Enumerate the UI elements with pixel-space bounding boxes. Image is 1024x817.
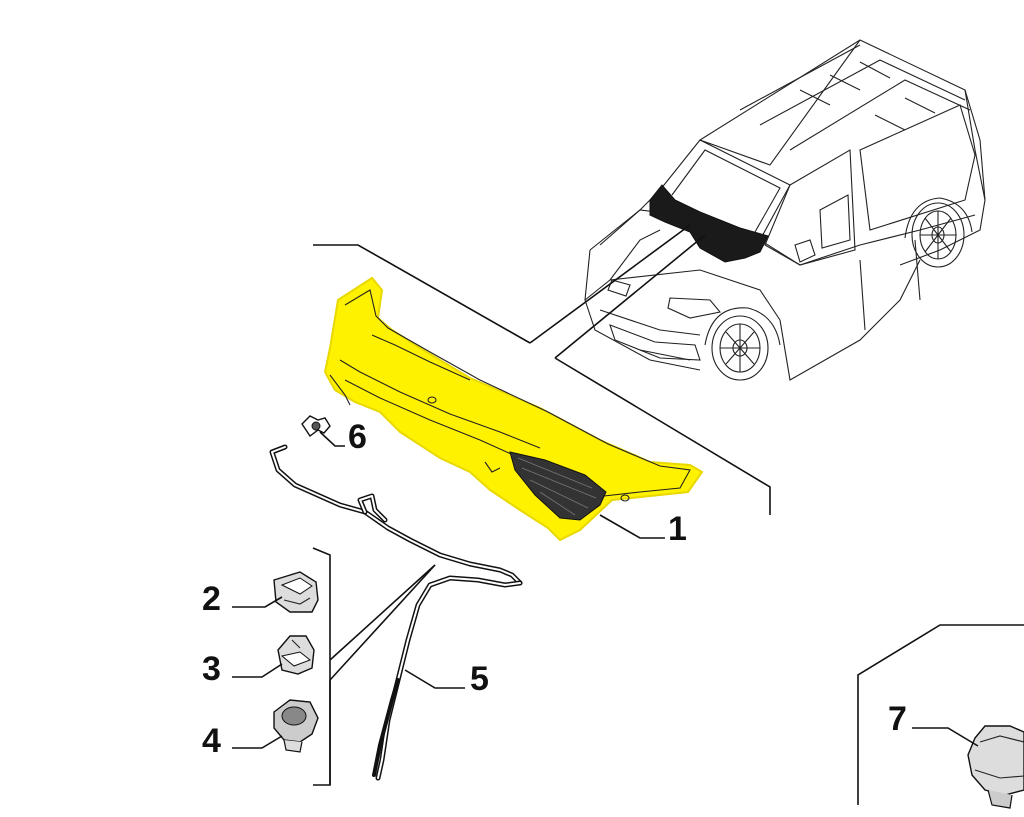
cowl-mesh — [509, 451, 607, 521]
part-1-frame — [313, 244, 771, 515]
clip-part-6 — [301, 415, 331, 438]
callout-3: 3 — [202, 650, 221, 688]
cowl-panel-highlight — [323, 276, 704, 542]
clip-part-7 — [967, 725, 1024, 809]
part-5-leader — [404, 669, 465, 689]
callout-5: 5 — [470, 660, 489, 698]
clip-part-4 — [273, 699, 319, 753]
callout-6: 6 — [348, 418, 367, 456]
part-2-leader — [232, 596, 283, 608]
callout-1: 1 — [668, 510, 687, 548]
van-leader-lines — [529, 224, 706, 359]
part-6-leader — [319, 431, 345, 447]
washer-hose-part-5 — [269, 444, 523, 781]
part-3-leader — [232, 663, 283, 678]
cowl-panel — [323, 276, 704, 542]
clip-part-3 — [277, 635, 315, 675]
callout-4: 4 — [202, 722, 221, 760]
callout-7: 7 — [888, 700, 907, 738]
parts-2-5-frame — [312, 547, 436, 786]
part-4-leader — [232, 735, 283, 749]
callout-2: 2 — [202, 580, 221, 618]
part-1-leader — [599, 514, 665, 539]
part-7-frame — [857, 624, 1024, 805]
part-7-leader — [912, 727, 979, 747]
van-illustration — [584, 39, 986, 381]
clip-part-2 — [273, 571, 319, 613]
van-cowl-highlight — [649, 184, 769, 263]
